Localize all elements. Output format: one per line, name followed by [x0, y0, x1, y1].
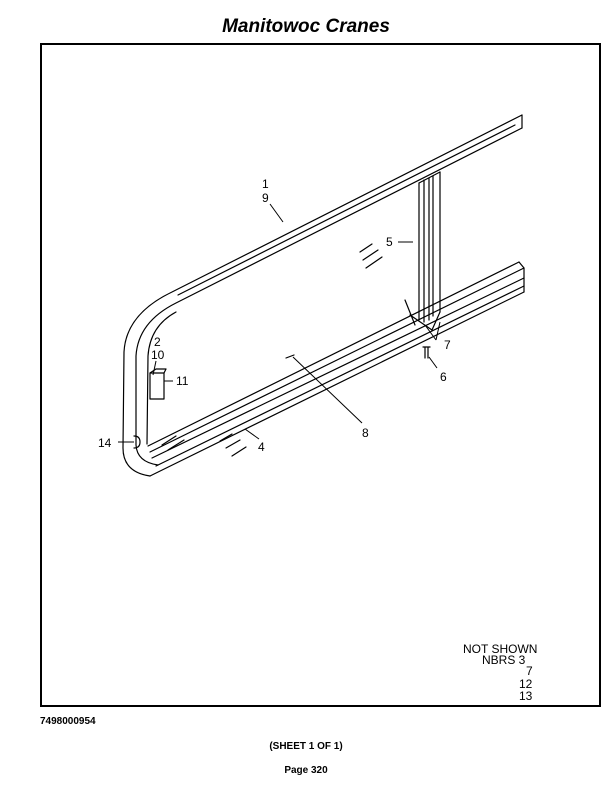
page-title: Manitowoc Cranes [222, 16, 390, 37]
bottom-rail-lower [155, 285, 525, 467]
bottom-rail-end [518, 261, 525, 293]
not-shown-item: 13 [519, 689, 533, 703]
bottom-rail-top [147, 261, 520, 447]
leader-1-9 [269, 203, 284, 223]
bottom-rail-mid1 [149, 267, 525, 453]
handle-ring [133, 435, 141, 449]
not-shown-item: 12 [519, 677, 533, 691]
sheet-indicator: (SHEET 1 OF 1) [269, 741, 343, 752]
drawing-frame [40, 43, 601, 707]
clip-8 [285, 354, 295, 359]
bottom-rail-mid2 [151, 277, 525, 459]
glass-upper-edge [146, 311, 177, 445]
callout-11: 11 [176, 374, 189, 388]
post-top [418, 171, 441, 184]
leader-4 [244, 428, 260, 440]
callout-5: 5 [386, 235, 393, 249]
not-shown-label: NBRS 3 [482, 653, 526, 667]
not-shown-item: 7 [526, 664, 533, 678]
callout-8: 8 [362, 426, 369, 440]
callout-10: 10 [151, 348, 165, 362]
callout-9: 9 [262, 191, 269, 205]
post-seal-2 [404, 299, 416, 326]
glass-reflection-1 [359, 243, 383, 269]
frame-inner-edge [135, 127, 523, 466]
frame-outer-edge [122, 114, 523, 477]
callout-14: 14 [98, 436, 112, 450]
leader-2-10 [152, 360, 157, 376]
post-seal [409, 311, 441, 331]
latch-top [149, 368, 167, 374]
top-rail-inner [177, 124, 516, 296]
not-shown-heading: NOT SHOWN [463, 642, 538, 656]
bottom-rail-bottom [149, 291, 525, 477]
leader-7a [424, 324, 437, 341]
callout-2: 2 [154, 335, 161, 349]
callout-4: 4 [258, 440, 265, 454]
leader-6 [428, 356, 438, 369]
callout-7: 7 [444, 338, 451, 352]
screw-body [422, 346, 431, 359]
page-number: Page 320 [284, 765, 328, 776]
leader-7b [435, 321, 441, 341]
callout-6: 6 [440, 370, 447, 384]
document-number: 7498000954 [40, 716, 96, 727]
glass-reflection-3 [219, 433, 247, 457]
latch-block [149, 372, 165, 400]
glass-reflection-2 [161, 435, 185, 451]
callout-1: 1 [262, 177, 269, 191]
leader-8 [292, 356, 363, 424]
